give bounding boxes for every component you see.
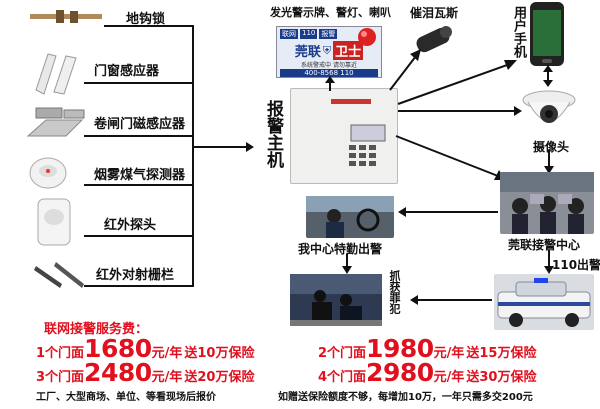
price-unit: 元/年 xyxy=(433,346,465,361)
host-to-camera-arrow xyxy=(398,106,522,116)
price-row-2: 2个门面1980元/年送15万保险 xyxy=(318,334,536,363)
gas-label: 催泪瓦斯 xyxy=(410,6,459,20)
shield-icon: ⛨ xyxy=(322,43,332,57)
pricing-title: 联网接警服务费： xyxy=(44,322,149,337)
phone-label: 用户手机 xyxy=(511,6,526,58)
shutter-sensor-icon xyxy=(26,98,88,142)
sign-tag: 报警 xyxy=(319,29,338,39)
dispatch-to-arrest-arrow xyxy=(410,295,492,305)
phone-camera-arrow xyxy=(543,65,553,87)
camera-label: 摄像头 xyxy=(533,140,570,154)
arrest-photo xyxy=(290,274,382,326)
pir-sensor-icon xyxy=(36,197,72,247)
special-label: 我中心特勤出警 xyxy=(298,242,383,256)
center-label: 莞联接警中心 xyxy=(508,238,581,252)
bus-to-host-arrow xyxy=(246,142,254,152)
host-to-center-arrow xyxy=(395,135,506,180)
host-to-gas-arrow xyxy=(389,49,421,91)
price-unit: 元/年 xyxy=(151,370,183,385)
bus-to-host-line xyxy=(192,146,248,148)
price-unit: 元/年 xyxy=(151,346,183,361)
camera-to-center-arrow xyxy=(544,150,554,174)
connector-line xyxy=(104,25,192,27)
alarm-host-panel xyxy=(290,88,398,184)
sign-line2: 系统警戒中 请勿靠近 xyxy=(301,62,357,69)
bus-line xyxy=(192,25,194,287)
special-dispatch-photo xyxy=(306,196,394,238)
device-label-shutter-sensor: 卷闸门磁感应器 xyxy=(94,117,186,132)
center-to-dispatch-arrow xyxy=(544,250,554,274)
price-prefix: 3个门面 xyxy=(36,370,85,385)
price-prefix: 2个门面 xyxy=(318,346,367,361)
device-label-door-sensor: 门窗感应器 xyxy=(94,64,160,79)
sign-caption: 发光警示牌、警灯、喇叭 xyxy=(270,6,391,19)
price-value: 1980 xyxy=(366,334,434,363)
floor-lock-icon xyxy=(30,9,102,23)
connector-line xyxy=(84,184,192,186)
connector-line xyxy=(84,135,192,137)
host-to-sign-arrow xyxy=(325,76,335,91)
connector-line xyxy=(84,285,192,287)
warning-light-icon xyxy=(356,26,378,48)
connector-line xyxy=(84,235,192,237)
door-sensor-icon xyxy=(32,50,82,95)
sign-badge: 卫士 xyxy=(333,41,364,60)
host-to-phone-arrow xyxy=(397,60,517,105)
device-label-smoke-detector: 烟雾煤气探测器 xyxy=(94,168,186,183)
price-value: 2980 xyxy=(366,358,434,387)
pricing-footer-right: 如赠送保险额度不够，每增加10万，一年只需多交200元 xyxy=(278,392,533,403)
price-prefix: 1个门面 xyxy=(36,346,85,361)
price-insurance: 送10万保险 xyxy=(184,346,255,361)
dome-camera-icon xyxy=(520,88,578,134)
device-label-pir-sensor: 红外探头 xyxy=(104,218,157,233)
host-label: 报警主机 xyxy=(263,100,283,168)
price-insurance: 送30万保险 xyxy=(466,370,537,385)
police-car-photo xyxy=(494,274,594,330)
arrest-label: 抓获罪犯 xyxy=(388,270,401,314)
infrared-beam-icon xyxy=(30,260,90,294)
special-to-arrest-arrow xyxy=(342,254,352,274)
smoke-detector-icon xyxy=(28,153,68,191)
price-insurance: 送20万保险 xyxy=(184,370,255,385)
price-row-4: 4个门面2980元/年送30万保险 xyxy=(318,358,536,387)
tear-gas-icon xyxy=(410,20,456,60)
price-insurance: 送15万保险 xyxy=(466,346,537,361)
pricing-footer-left: 工厂、大型商场、单位、等看现场后报价 xyxy=(36,392,216,403)
sign-tag: 联网 xyxy=(280,29,298,39)
price-value: 1680 xyxy=(84,334,152,363)
price-prefix: 4个门面 xyxy=(318,370,367,385)
connector-line xyxy=(84,82,192,84)
price-unit: 元/年 xyxy=(433,370,465,385)
dispatch-label: 110出警 xyxy=(552,258,600,272)
mobile-phone-icon xyxy=(530,2,564,66)
center-to-special-arrow xyxy=(398,207,498,217)
sign-phone: 400-8568 110 xyxy=(280,69,378,77)
sign-brand: 莞联 xyxy=(294,45,321,60)
price-value: 2480 xyxy=(84,358,152,387)
price-row-3: 3个门面2480元/年送20万保险 xyxy=(36,358,254,387)
sign-tag: 110 xyxy=(300,29,318,39)
price-row-1: 1个门面1680元/年送10万保险 xyxy=(36,334,254,363)
call-center-photo xyxy=(500,172,594,234)
device-label-infrared-beam: 红外对射栅栏 xyxy=(96,268,175,283)
device-label-floor-lock: 地钩锁 xyxy=(126,12,166,27)
